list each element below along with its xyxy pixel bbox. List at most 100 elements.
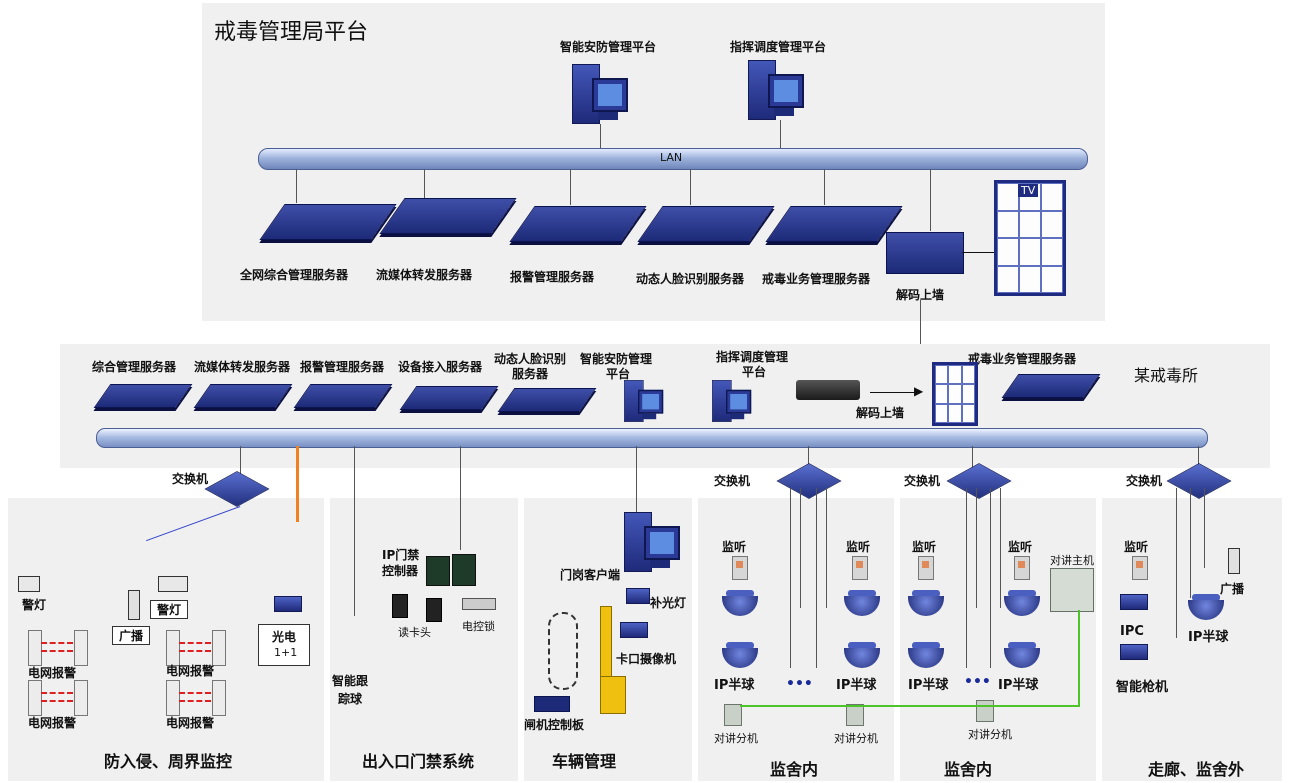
site-title: 某戒毒所 (1134, 366, 1199, 385)
site-server-icon-5 (497, 388, 597, 412)
site-security-pc-icon (624, 380, 664, 422)
cell2-switch-label: 交换机 (904, 474, 941, 488)
cell1-intercom-label-1: 对讲分机 (714, 732, 758, 745)
barrier-gate-icon (600, 606, 612, 682)
cell2-listen-icon-2 (1014, 556, 1030, 580)
cell1-ellipsis: ••• (786, 676, 813, 692)
top-server-label-3: 报警管理服务器 (510, 270, 595, 284)
top-decoder-icon (886, 232, 964, 274)
corridor-smart-gun-icon (1120, 644, 1148, 660)
pc-label-dispatch: 指挥调度管理平台 (730, 40, 827, 54)
site-pc2-label-1: 指挥调度管理 (716, 350, 789, 364)
site-decoder-icon (796, 380, 860, 400)
photo-sensor-label-1: 光电 (272, 630, 297, 644)
cell1-listen-label-2: 监听 (846, 540, 871, 554)
corridor-smart-gun-label: 智能枪机 (1116, 680, 1169, 695)
checkpoint-camera-icon (620, 622, 648, 638)
top-server-label-5: 戒毒业务管理服务器 (762, 272, 871, 286)
warn-light-label-2: 警灯 (150, 600, 189, 619)
tracking-ptz-label-2: 踪球 (338, 692, 363, 706)
access-panel (330, 498, 518, 781)
cell2-dome-icon-4 (1004, 642, 1040, 668)
photo-sensor-label-2: 1+1 (274, 646, 298, 659)
site-dispatch-pc-icon (712, 380, 752, 422)
cell2-intercom-label: 对讲分机 (968, 728, 1012, 741)
gate-board-label: 闸机控制板 (524, 718, 585, 732)
site-server-label-2: 流媒体转发服务器 (194, 360, 291, 374)
cell1-listen-icon-1 (732, 556, 748, 580)
corridor-ipc-icon (1120, 594, 1148, 610)
decode-arrow-icon: ▶ (914, 384, 924, 398)
perimeter-section-label: 防入侵、周界监控 (104, 752, 233, 771)
photo-sensor-icon (274, 596, 302, 612)
tracking-ptz-icon (336, 620, 376, 664)
access-section-label: 出入口门禁系统 (362, 752, 475, 771)
corridor-section-label: 走廊、监舍外 (1148, 760, 1245, 779)
site-biz-label: 戒毒业务管理服务器 (968, 352, 1077, 366)
cell1-dome-label-2: IP半球 (836, 678, 877, 693)
cell2-intercom-icon (976, 700, 994, 722)
top-server-label-2: 流媒体转发服务器 (376, 268, 473, 282)
perimeter-ptz-icon-2 (214, 534, 254, 578)
perimeter-switch-label: 交换机 (172, 472, 209, 486)
cell2-dome-label-1: IP半球 (908, 678, 949, 693)
cell1-dome-label-1: IP半球 (714, 678, 755, 693)
corridor-dome-label: IP半球 (1188, 630, 1229, 645)
cell2-switch-icon (946, 463, 1012, 499)
site-biz-server-icon (1001, 374, 1101, 398)
intercom-host-label: 对讲主机 (1050, 554, 1094, 567)
perimeter-ptz-icon-3 (270, 538, 310, 582)
access-ctrl-label-2: 控制器 (382, 564, 419, 578)
card-reader-icon-2 (426, 598, 442, 622)
access-ctrl-label-1: IP门禁 (382, 548, 420, 562)
gate-client-pc-icon (624, 512, 680, 572)
corridor-panel (1102, 498, 1282, 781)
broadcast-speaker-icon (128, 590, 140, 620)
top-decode-label: 解码上墙 (896, 288, 945, 302)
electric-lock-icon (462, 598, 496, 610)
bureau-title: 戒毒管理局平台 (214, 20, 369, 45)
gate-board-icon (534, 696, 570, 712)
fence-alarm-label-2: 电网报警 (166, 664, 215, 678)
top-server-label-1: 全网综合管理服务器 (240, 268, 349, 282)
site-server-label-4: 设备接入服务器 (398, 360, 483, 374)
pc-label-security: 智能安防管理平台 (560, 40, 657, 54)
access-controller-icon-2 (452, 554, 476, 586)
card-reader-label: 读卡头 (398, 626, 431, 639)
top-server-label-4: 动态人脸识别服务器 (636, 272, 745, 286)
corridor-dome-icon (1188, 594, 1224, 620)
cell1-listen-icon-2 (852, 556, 868, 580)
warn-light-label-1: 警灯 (22, 598, 47, 612)
cell2-ellipsis: ••• (964, 674, 991, 690)
fill-light-icon (626, 588, 650, 604)
lan-bus (258, 148, 1088, 170)
cell1-listen-label-1: 监听 (722, 540, 747, 554)
warn-light-icon-2 (158, 576, 188, 592)
site-face-label-2: 服务器 (512, 367, 549, 381)
dispatch-platform-pc-icon (748, 60, 804, 120)
access-controller-icon (426, 556, 450, 586)
site-pc2-label-2: 平台 (742, 365, 767, 379)
corridor-switch-label: 交换机 (1126, 474, 1163, 488)
cell1-section-label: 监舍内 (770, 760, 819, 779)
checkpoint-camera-label: 卡口摄像机 (616, 652, 677, 666)
card-reader-icon-1 (392, 594, 408, 618)
site-bus (96, 428, 1208, 448)
site-pc1-label-2: 平台 (606, 367, 631, 381)
warn-light-icon-1 (18, 576, 40, 592)
security-platform-pc-icon (572, 64, 628, 124)
cell2-listen-label-2: 监听 (1008, 540, 1033, 554)
site-server-label-1: 综合管理服务器 (92, 360, 177, 374)
site-server-icon-2 (193, 384, 293, 408)
corridor-ipc-label: IPC (1120, 624, 1144, 639)
cell2-panel (900, 498, 1096, 781)
corridor-speaker-icon (1228, 548, 1240, 574)
cell1-intercom-label-2: 对讲分机 (834, 732, 878, 745)
cell1-intercom-icon-2 (846, 704, 864, 726)
site-pc1-label-1: 智能安防管理 (580, 352, 653, 366)
fill-light-label: 补光灯 (650, 596, 687, 610)
cell1-dome-icon-3 (722, 642, 758, 668)
intercom-host-icon (1050, 568, 1094, 612)
lan-label: LAN (660, 151, 683, 164)
vehicle-loop-icon (548, 612, 578, 690)
